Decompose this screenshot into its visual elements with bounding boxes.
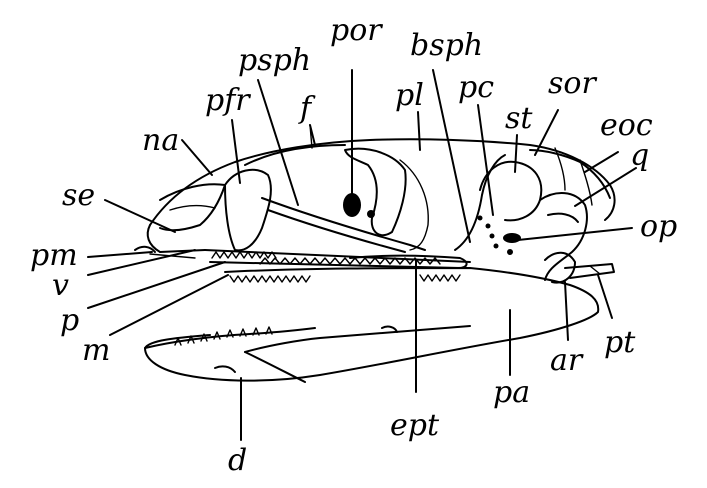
lower-jaw [134,245,600,383]
leader-pc [477,104,494,216]
leader-se [104,199,176,233]
leader-op [517,227,633,241]
leader-v [87,249,196,276]
label-se: se [62,178,95,213]
leader-pm [87,251,153,258]
label-ar: ar [550,343,584,378]
label-op: op [640,209,677,244]
label-psph: psph [238,43,311,78]
label-q: q [630,138,649,173]
leader-f [309,124,316,146]
label-m: m [82,333,110,368]
label-pm: pm [30,238,78,273]
leader-m [109,274,229,336]
leader-pfr [231,119,241,184]
label-pc: pc [458,70,494,105]
label-f: f [298,91,316,126]
label-p: p [60,303,79,338]
label-sor: sor [548,66,597,101]
upper-jaw [204,249,615,279]
label-v: v [52,268,69,303]
label-pt: pt [604,325,636,360]
leader-sor [534,109,559,156]
labels: por bsph psph pc sor pfr f pl st eoc na … [30,13,677,478]
leader-st [514,134,518,173]
label-na: na [142,123,179,158]
leader-na [181,139,213,176]
label-st: st [505,101,533,136]
leader-ar [564,281,569,341]
label-eoc: eoc [600,108,653,143]
leader-q [574,167,637,207]
leader-lines [87,69,637,441]
leader-eoc [584,151,619,173]
label-d: d [228,443,247,478]
label-pa: pa [493,375,530,410]
leader-pt [597,274,613,319]
leader-psph [257,79,299,206]
label-bsph: bsph [410,28,483,63]
label-pfr: pfr [205,83,251,118]
label-ept: ept [390,408,440,443]
label-pl: pl [395,78,424,113]
leader-p [87,261,226,309]
label-por: por [330,13,383,48]
leader-bsph [432,69,471,243]
leader-pl [417,111,421,151]
cranium-outline [146,124,616,284]
